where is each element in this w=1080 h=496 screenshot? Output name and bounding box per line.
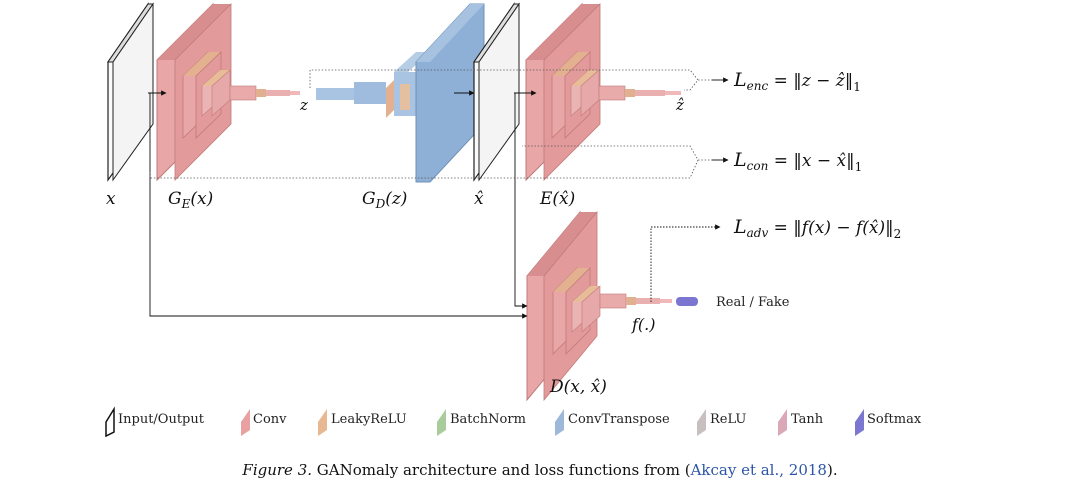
caption-figure-number: Figure 3. bbox=[242, 461, 313, 479]
legend-item-relu: ReLU bbox=[697, 409, 746, 436]
legend-item-conv: Conv bbox=[241, 409, 287, 436]
legend-item-leakyrelu: LeakyReLU bbox=[318, 409, 407, 436]
loss-adv: Ladv = ‖f(x) − f(x̂)‖2 bbox=[733, 216, 901, 241]
svg-text:Conv: Conv bbox=[253, 412, 287, 427]
label-d: D(x, x̂) bbox=[549, 377, 607, 397]
label-real-fake: Real / Fake bbox=[716, 295, 790, 310]
legend-item-batchnorm: BatchNorm bbox=[437, 409, 526, 436]
connection-lines bbox=[148, 90, 721, 319]
softmax-output bbox=[676, 297, 698, 306]
label-z: z bbox=[299, 96, 308, 114]
legend: Input/Output Conv LeakyReLU BatchNorm Co… bbox=[105, 406, 922, 438]
svg-text:LeakyReLU: LeakyReLU bbox=[331, 412, 407, 427]
caption-close: ). bbox=[826, 461, 838, 479]
svg-text:Softmax: Softmax bbox=[867, 412, 922, 427]
legend-item-input-output: Input/Output bbox=[105, 406, 205, 438]
conv-swatch bbox=[241, 409, 250, 436]
svg-text:BatchNorm: BatchNorm bbox=[450, 412, 526, 427]
label-x: x bbox=[106, 189, 116, 209]
label-e: E(x̂) bbox=[539, 189, 575, 209]
batchnorm-swatch bbox=[437, 409, 446, 436]
svg-text:ConvTranspose: ConvTranspose bbox=[568, 412, 670, 427]
encoder-ge-block bbox=[156, 2, 300, 182]
loss-enc: Lenc = ‖z − ẑ‖1 bbox=[733, 69, 861, 94]
svg-text:ReLU: ReLU bbox=[710, 412, 746, 427]
convtranspose-swatch bbox=[555, 409, 564, 436]
figure-caption: Figure 3. GANomaly architecture and loss… bbox=[0, 461, 1080, 479]
discriminator-d-block bbox=[526, 210, 698, 402]
dotted-loss-lines bbox=[149, 69, 720, 179]
label-zhat: ẑ bbox=[675, 96, 684, 114]
softmax-swatch bbox=[855, 409, 864, 436]
input-x-block bbox=[107, 2, 154, 182]
relu-swatch bbox=[697, 409, 706, 436]
reconstruction-xhat-block bbox=[473, 2, 520, 182]
loss-con: Lcon = ‖x − x̂‖1 bbox=[733, 149, 862, 174]
label-xhat: x̂ bbox=[474, 189, 484, 209]
svg-text:Tanh: Tanh bbox=[791, 412, 824, 427]
legend-item-convtranspose: ConvTranspose bbox=[555, 409, 670, 436]
label-gd: GD(z) bbox=[362, 189, 407, 211]
legend-item-softmax: Softmax bbox=[855, 409, 922, 436]
legend-item-tanh: Tanh bbox=[778, 409, 824, 436]
caption-citation-link[interactable]: Akcay et al., 2018 bbox=[690, 461, 827, 479]
label-f: f(.) bbox=[631, 315, 656, 334]
tanh-swatch bbox=[778, 409, 787, 436]
input-output-swatch bbox=[105, 406, 115, 438]
decoder-gd-block bbox=[316, 3, 485, 183]
encoder-e-block bbox=[525, 2, 681, 182]
svg-text:Input/Output: Input/Output bbox=[118, 412, 205, 427]
label-ge: GE(x) bbox=[168, 189, 213, 211]
leakyrelu-swatch bbox=[318, 409, 327, 436]
caption-text: GANomaly architecture and loss functions… bbox=[312, 461, 691, 479]
